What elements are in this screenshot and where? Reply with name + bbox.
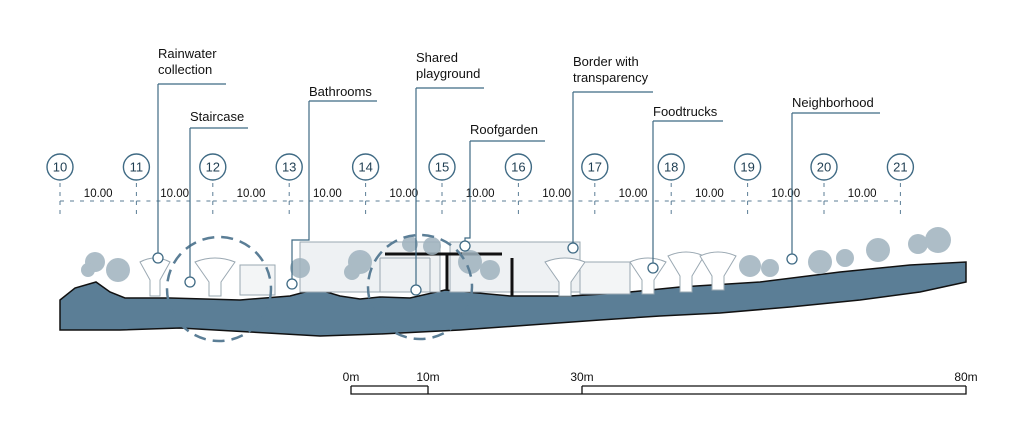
callout-anchor <box>286 278 298 290</box>
dimension-label: 10.00 <box>466 188 495 200</box>
grid-number: 17 <box>588 160 602 175</box>
scale-bar-line <box>350 386 967 395</box>
callout-label: playground <box>416 66 480 81</box>
callout-label: Bathrooms <box>309 84 372 99</box>
grid-number: 20 <box>817 160 831 175</box>
grid-number: 15 <box>435 160 449 175</box>
callout-leader <box>464 141 471 241</box>
callout-anchor <box>567 242 579 254</box>
grid-number: 21 <box>893 160 907 175</box>
callout-label: Foodtrucks <box>653 104 718 119</box>
detail-circle-playground <box>366 233 474 341</box>
dimension-label: 10.00 <box>389 188 418 200</box>
callout-anchor <box>184 276 196 288</box>
callout-label: Neighborhood <box>792 95 874 110</box>
dimension-label: 10.00 <box>160 188 189 200</box>
scale-label: 0m <box>343 370 360 384</box>
dimension-label: 10.00 <box>848 188 877 200</box>
callout-label: Rainwater <box>158 46 217 61</box>
grid-marker <box>275 153 303 181</box>
callout-label: collection <box>158 62 212 77</box>
grid-marker <box>886 153 915 181</box>
grid-axes: 10 11 12 13 14 15 16 17 18 19 20 21 10.00 10.00 10.00 1… <box>46 153 915 215</box>
grid-marker <box>46 153 74 181</box>
callout-label: Roofgarden <box>470 122 538 137</box>
grid-marker <box>733 153 762 181</box>
callout-label: Staircase <box>190 109 244 124</box>
grid-number: 14 <box>358 160 372 175</box>
grid-marker <box>657 153 685 181</box>
dimension-label: 10.00 <box>771 188 800 200</box>
grid-marker <box>428 153 456 181</box>
callout-leader <box>291 101 310 279</box>
grid-number: 11 <box>130 160 144 175</box>
callout-label: Border with <box>573 54 639 69</box>
grid-marker <box>581 153 609 181</box>
grid-marker <box>810 153 838 181</box>
grid-marker <box>199 153 227 181</box>
grid-number: 10 <box>53 160 67 175</box>
dimension-label: 10.00 <box>619 188 648 200</box>
dimension-label: 10.00 <box>542 188 571 200</box>
grid-marker <box>122 153 151 181</box>
callout-anchor <box>459 240 471 252</box>
grid-number: 18 <box>664 160 678 175</box>
ground-section <box>59 261 967 337</box>
callout-neighborhood: Neighborhood <box>786 95 880 265</box>
callout-anchor <box>786 253 798 265</box>
scale-bar: 0m 10m 30m 80m <box>343 370 978 395</box>
dimension-label: 10.00 <box>313 188 342 200</box>
scale-label: 80m <box>954 370 977 384</box>
detail-circle-staircase <box>165 235 273 343</box>
callout-label: Shared <box>416 50 458 65</box>
built-structures <box>139 241 737 297</box>
grid-number: 13 <box>282 160 296 175</box>
callout-anchor <box>152 252 164 264</box>
callout-foodtrucks: Foodtrucks <box>647 104 723 274</box>
grid-number: 19 <box>740 160 754 175</box>
callout-bathrooms: Bathrooms <box>286 84 377 290</box>
callout-anchor <box>647 262 659 274</box>
dimension-label: 10.00 <box>695 188 724 200</box>
dimension-label: 10.00 <box>84 188 113 200</box>
callout-staircase: Staircase <box>184 109 248 288</box>
grid-marker <box>504 153 533 181</box>
grid-marker <box>351 153 380 181</box>
grid-number: 12 <box>206 160 220 175</box>
callout-label: transparency <box>573 70 649 85</box>
callouts: RainwatercollectionStaircaseBathroomsSha… <box>152 46 880 296</box>
dimension-label: 10.00 <box>237 188 266 200</box>
scale-label: 10m <box>416 370 439 384</box>
grid-number: 16 <box>511 160 525 175</box>
callout-anchor <box>410 284 422 296</box>
roofgarden-structure <box>385 252 514 296</box>
vegetation <box>81 227 951 282</box>
callout-roofgarden: Roofgarden <box>459 122 545 252</box>
scale-label: 30m <box>570 370 593 384</box>
